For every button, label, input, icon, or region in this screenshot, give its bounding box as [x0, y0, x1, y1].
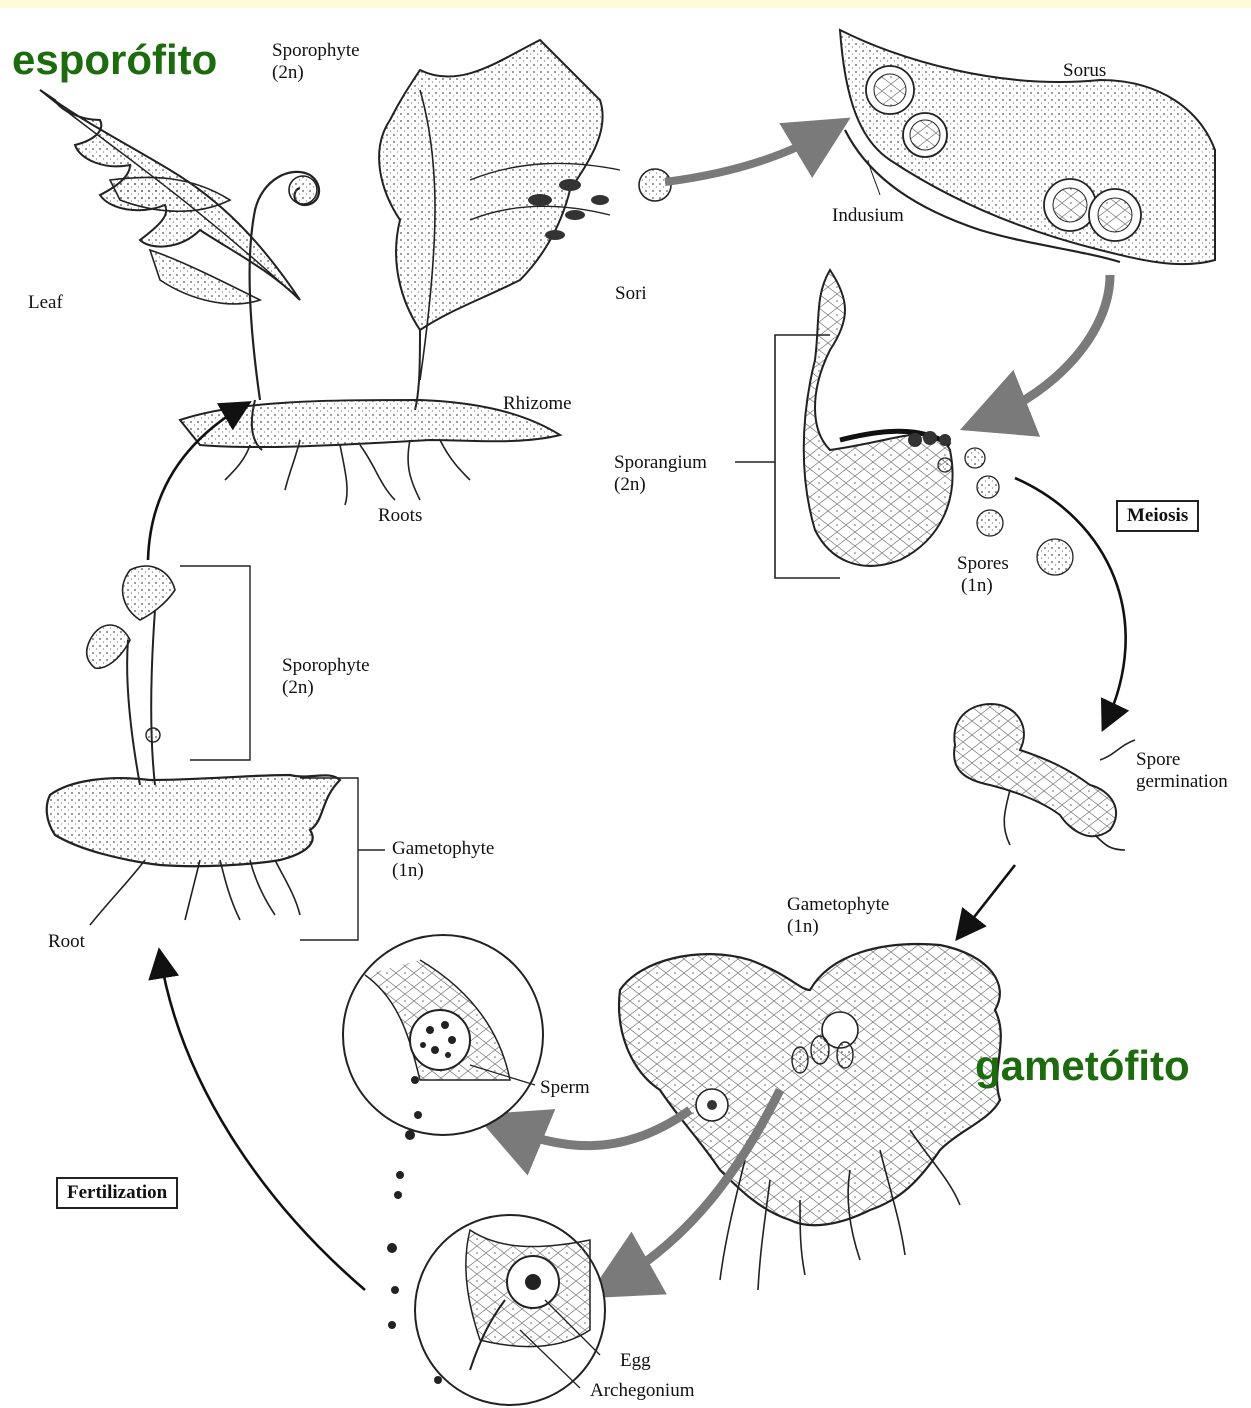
label-sporophyte-young: Sporophyte (2n) — [282, 655, 370, 699]
label-sporangium: Sporangium (2n) — [614, 452, 707, 496]
label-spore-germination-2: germination — [1136, 771, 1228, 793]
arrow-to-sporangium — [985, 275, 1110, 420]
label-spores-text: Spores — [957, 553, 1009, 575]
label-sori: Sori — [615, 283, 647, 305]
label-gametophyte-left: Gametophyte (1n) — [392, 838, 494, 882]
label-sorus: Sorus — [1063, 60, 1106, 82]
label-sporophyte-top-text: Sporophyte — [272, 40, 360, 62]
label-gametophyte-left-text: Gametophyte — [392, 838, 494, 860]
label-rhizome: Rhizome — [503, 393, 572, 415]
label-leaf: Leaf — [28, 292, 63, 314]
arrow-meiosis — [1015, 478, 1126, 725]
arrow-to-sorus — [665, 130, 830, 182]
label-sperm: Sperm — [540, 1077, 590, 1099]
label-spores: Spores (1n) — [957, 553, 1009, 597]
arrow-to-gametophyte — [960, 865, 1015, 935]
label-spore-germination: Spore germination — [1136, 749, 1228, 793]
label-gametophyte-left-ploidy: (1n) — [392, 860, 494, 882]
label-sporophyte-young-text: Sporophyte — [282, 655, 370, 677]
spore-germination — [954, 704, 1135, 850]
label-sporophyte-young-ploidy: (2n) — [282, 677, 370, 699]
fertilization-box: Fertilization — [56, 1177, 178, 1209]
label-sporangium-text: Sporangium — [614, 452, 707, 474]
label-spore-germination-1: Spore — [1136, 749, 1228, 771]
label-gametophyte-right-ploidy: (1n) — [787, 916, 889, 938]
label-archegonium: Archegonium — [590, 1380, 694, 1402]
sorus-detail — [840, 30, 1215, 264]
arrow-fertilization — [160, 955, 365, 1290]
gametofito-label: gametófito — [975, 1042, 1190, 1090]
archegonium-detail — [415, 1215, 605, 1405]
label-indusium: Indusium — [832, 205, 904, 227]
meiosis-box: Meiosis — [1116, 500, 1199, 532]
label-roots: Roots — [378, 505, 422, 527]
label-sporophyte-top-ploidy: (2n) — [272, 62, 360, 84]
label-spores-ploidy: (1n) — [957, 575, 1009, 597]
label-sporangium-ploidy: (2n) — [614, 474, 707, 496]
young-sporophyte-on-gametophyte — [47, 566, 385, 940]
label-egg: Egg — [620, 1350, 651, 1372]
esporofito-label: esporófito — [12, 36, 217, 84]
mature-sporophyte — [40, 40, 671, 505]
arrow-to-antheridium-detail — [500, 1110, 690, 1146]
label-gametophyte-right-text: Gametophyte — [787, 894, 889, 916]
label-root: Root — [48, 931, 85, 953]
label-gametophyte-right: Gametophyte (1n) — [787, 894, 889, 938]
sporangium — [735, 270, 953, 578]
label-sporophyte-top: Sporophyte (2n) — [272, 40, 360, 84]
antheridium-detail — [343, 935, 543, 1135]
